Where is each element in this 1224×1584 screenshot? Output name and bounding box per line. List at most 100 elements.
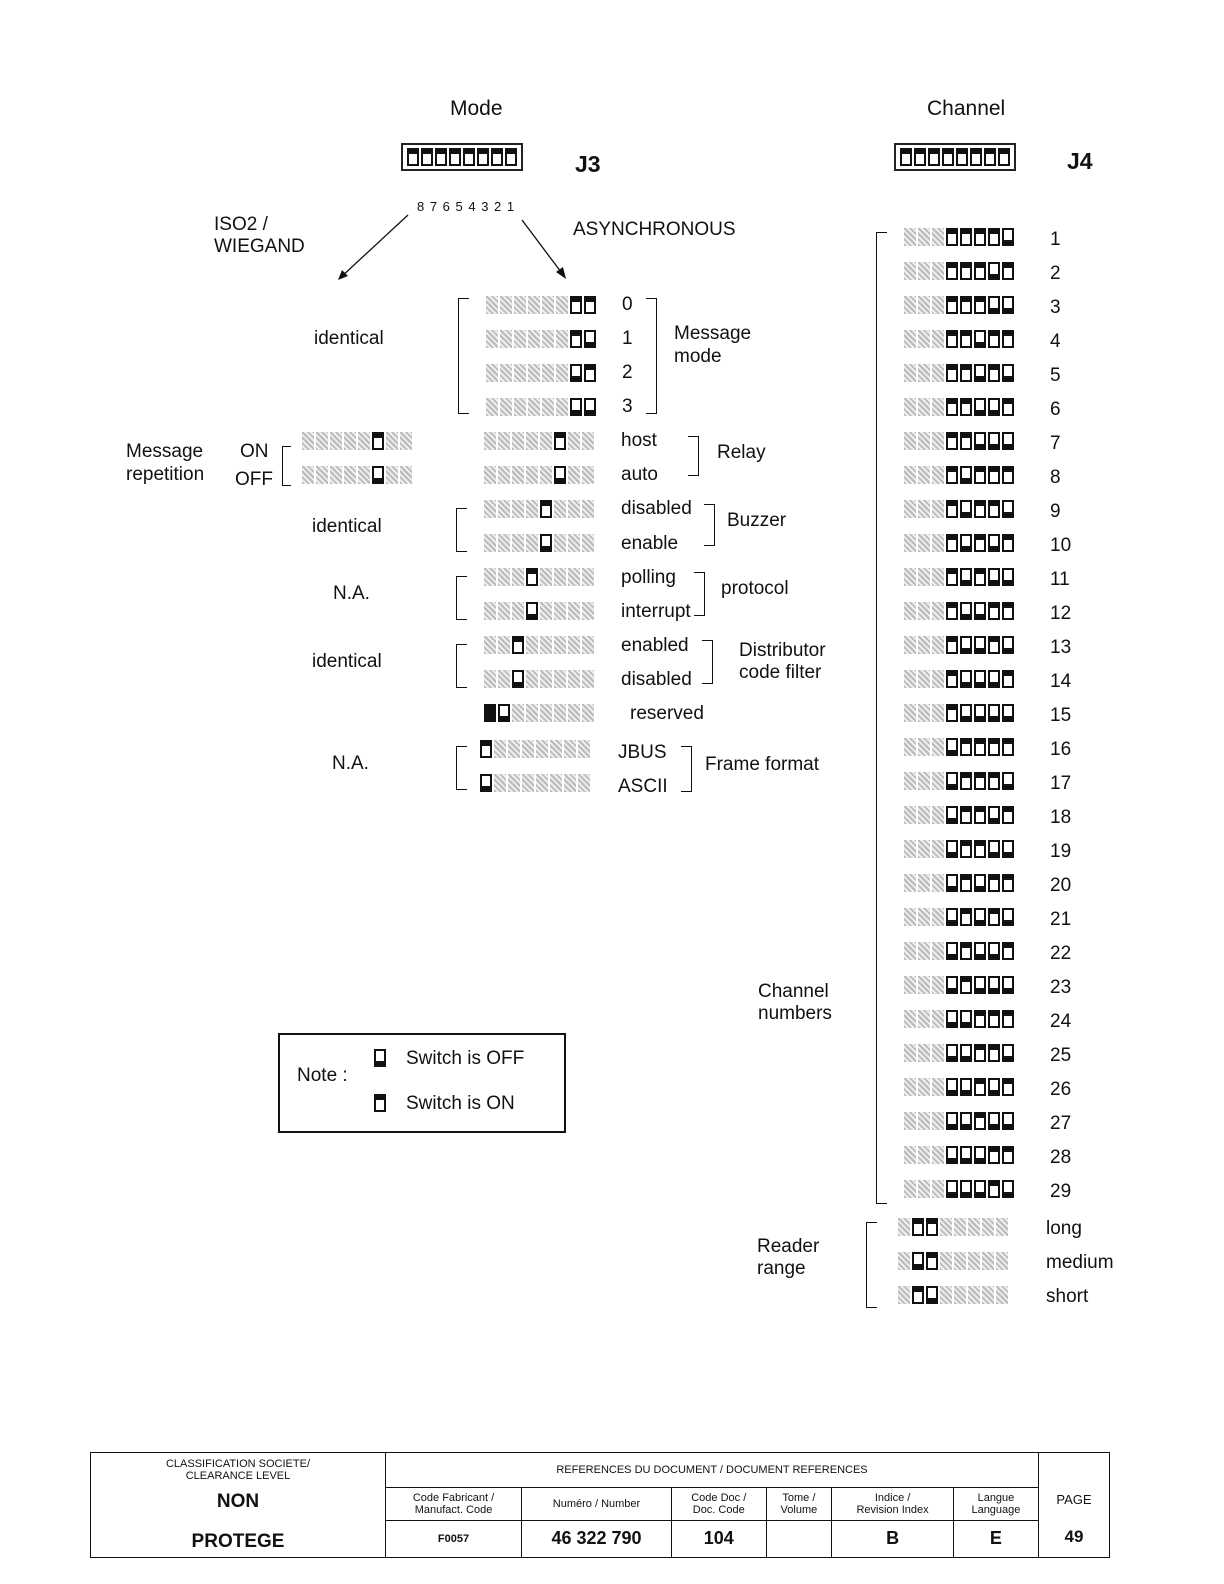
channel-number-label: 16 <box>1050 739 1072 760</box>
bracket-frame-right <box>681 746 692 792</box>
note-label: Note : <box>297 1065 348 1086</box>
channel-number-label: 22 <box>1050 943 1072 964</box>
manufact-code-value: F0057 <box>384 1519 523 1558</box>
bracket-reader-range <box>866 1222 877 1308</box>
identical-3: identical <box>312 651 382 672</box>
channel-switch-row <box>904 1010 1014 1028</box>
message-mode-label-1: Message <box>674 323 752 344</box>
channel-number-label: 21 <box>1050 909 1072 930</box>
buzzer-label: Buzzer <box>727 510 787 531</box>
switch-row-rep-off <box>302 466 412 484</box>
channel-switch-row <box>904 874 1014 892</box>
channel-numbers-label-2: numbers <box>758 1003 832 1024</box>
switch-row-dcf-enabled <box>484 636 594 654</box>
volume-header: Tome /Volume <box>765 1486 833 1521</box>
number-header: Numéro / Number <box>521 1486 672 1521</box>
msg-rep-label-1: Message <box>126 441 204 462</box>
manufact-code-header: Code Fabricant /Manufact. Code <box>384 1486 523 1521</box>
buzzer-disabled-label: disabled <box>621 498 692 519</box>
page-number: 49 <box>1064 1527 1084 1547</box>
range-long-label: long <box>1046 1218 1082 1239</box>
polling-label: polling <box>621 567 676 588</box>
channel-number-label: 2 <box>1050 263 1061 284</box>
volume-value <box>765 1519 833 1558</box>
channel-switch-row <box>904 738 1014 756</box>
j3-switch-block <box>401 143 523 171</box>
channel-switch-row <box>904 942 1014 960</box>
channel-switch-row <box>904 704 1014 722</box>
bracket-buzzer-left <box>456 508 467 552</box>
jbus-label: JBUS <box>618 742 667 763</box>
channel-switch-row <box>904 466 1014 484</box>
channel-switch-row <box>904 330 1014 348</box>
switch-row-jbus <box>480 740 590 758</box>
range-medium-label: medium <box>1046 1252 1114 1273</box>
switch-row-auto <box>484 466 594 484</box>
channel-switch-row <box>904 772 1014 790</box>
note-on-switch-icon <box>374 1094 386 1112</box>
channel-switch-row <box>904 840 1014 858</box>
interrupt-label: interrupt <box>621 601 691 622</box>
channel-number-label: 23 <box>1050 977 1072 998</box>
channel-number-label: 12 <box>1050 603 1072 624</box>
channel-number-label: 28 <box>1050 1147 1072 1168</box>
doc-code-header: Code Doc /Doc. Code <box>670 1486 767 1521</box>
channel-number-label: 18 <box>1050 807 1072 828</box>
doc-code-value: 104 <box>670 1519 767 1558</box>
switch-row-reserved <box>484 704 594 722</box>
channel-switch-row <box>904 228 1014 246</box>
note-off-switch-icon <box>374 1049 386 1067</box>
off-label: OFF <box>235 469 273 490</box>
reader-range-label-1: Reader <box>757 1236 820 1257</box>
bracket-mode-left <box>458 298 469 414</box>
channel-switch-row <box>904 296 1014 314</box>
channel-number-label: 4 <box>1050 331 1061 352</box>
channel-number-label: 10 <box>1050 535 1072 556</box>
switch-row-buzzer-disabled <box>484 500 594 518</box>
mode-1-label: 1 <box>622 328 633 349</box>
on-label: ON <box>240 441 269 462</box>
dcf-label-2: code filter <box>739 662 822 683</box>
channel-switch-row <box>904 1078 1014 1096</box>
bracket-dcf-right <box>702 640 713 684</box>
ascii-label: ASCII <box>618 776 668 797</box>
identical-1: identical <box>314 328 384 349</box>
j3-label: J3 <box>575 151 601 177</box>
channel-number-label: 20 <box>1050 875 1072 896</box>
message-mode-label-2: mode <box>674 346 722 367</box>
switch-row-range-long <box>898 1218 1008 1236</box>
channel-switch-row <box>904 534 1014 552</box>
identical-2: identical <box>312 516 382 537</box>
channel-number-label: 26 <box>1050 1079 1072 1100</box>
clearance-line-2: CLEARANCE LEVEL <box>185 1470 291 1482</box>
switch-row-mode-3 <box>486 398 596 416</box>
channel-number-label: 5 <box>1050 365 1061 386</box>
bracket-protocol-right <box>694 572 705 616</box>
switch-row-buzzer-enable <box>484 534 594 552</box>
channel-switch-row <box>904 364 1014 382</box>
clearance-protege: PROTEGE <box>191 1530 285 1552</box>
switch-row-ascii <box>480 774 590 792</box>
channel-number-label: 7 <box>1050 433 1061 454</box>
channel-number-label: 3 <box>1050 297 1061 318</box>
channel-title: Channel <box>927 97 1006 120</box>
bracket-rep <box>282 446 291 486</box>
clearance-header: CLASSIFICATION SOCIETE/ CLEARANCE LEVEL <box>90 1452 386 1487</box>
revision-index-header: Indice /Revision Index <box>831 1486 954 1521</box>
document-footer: CLASSIFICATION SOCIETE/ CLEARANCE LEVEL … <box>90 1452 1110 1558</box>
channel-switch-row <box>904 636 1014 654</box>
iso2-label: ISO2 / <box>214 214 268 235</box>
channel-switch-row <box>904 1180 1014 1198</box>
na-1: N.A. <box>333 583 370 604</box>
channel-number-label: 6 <box>1050 399 1061 420</box>
reserved-label: reserved <box>630 703 704 724</box>
language-value: E <box>952 1519 1040 1558</box>
note-on-text: Switch is ON <box>406 1093 515 1114</box>
channel-switch-row <box>904 432 1014 450</box>
bracket-frame-left <box>456 746 467 790</box>
wiegand-label: WIEGAND <box>214 236 305 257</box>
channel-number-label: 24 <box>1050 1011 1072 1032</box>
switch-row-range-short <box>898 1286 1008 1304</box>
relay-label: Relay <box>717 442 766 463</box>
